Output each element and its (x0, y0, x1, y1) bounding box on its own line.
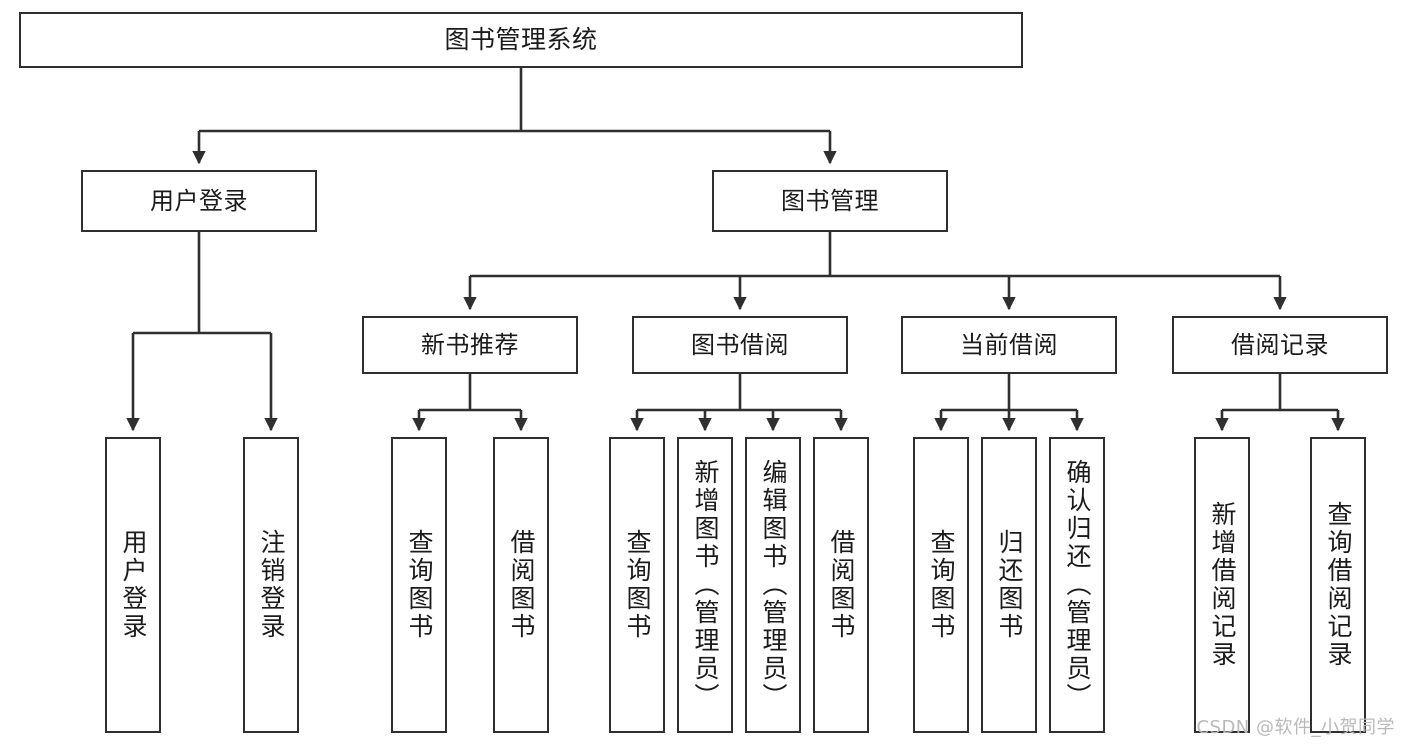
node-book-management[interactable]: 图书管理 (712, 170, 948, 232)
leaf-record-add-record[interactable]: 新增借阅记录 (1194, 437, 1250, 733)
leaf-user-login-logout[interactable]: 注销登录 (243, 437, 299, 733)
node-borrow-record[interactable]: 借阅记录 (1172, 316, 1388, 374)
leaf-borrow-add-book-label: 新增图书（管理员） (691, 459, 720, 711)
node-root-label: 图书管理系统 (444, 25, 598, 54)
node-new-book-recommend-label: 新书推荐 (421, 330, 519, 359)
leaf-current-query-book-label: 查询图书 (927, 529, 956, 641)
leaf-recommend-query-book[interactable]: 查询图书 (391, 437, 447, 733)
leaf-borrow-borrow-book-label: 借阅图书 (827, 529, 856, 641)
node-current-borrow[interactable]: 当前借阅 (901, 316, 1117, 374)
node-borrow-record-label: 借阅记录 (1231, 330, 1329, 359)
leaf-record-query-record[interactable]: 查询借阅记录 (1310, 437, 1366, 733)
leaf-recommend-borrow-book-label: 借阅图书 (507, 529, 536, 641)
leaf-current-confirm-return[interactable]: 确认归还（管理员） (1049, 437, 1105, 733)
leaf-current-query-book[interactable]: 查询图书 (913, 437, 969, 733)
node-root[interactable]: 图书管理系统 (19, 12, 1023, 68)
watermark: CSDN @软件_小贺同学 (1196, 717, 1395, 738)
leaf-user-login-logout-label: 注销登录 (257, 529, 286, 641)
leaf-user-login-login-label: 用户登录 (119, 529, 148, 641)
leaf-current-confirm-return-label: 确认归还（管理员） (1063, 459, 1092, 711)
node-current-borrow-label: 当前借阅 (960, 330, 1058, 359)
node-new-book-recommend[interactable]: 新书推荐 (362, 316, 578, 374)
leaf-current-return-book[interactable]: 归还图书 (981, 437, 1037, 733)
leaf-record-add-record-label: 新增借阅记录 (1208, 501, 1237, 669)
leaf-borrow-query-book[interactable]: 查询图书 (609, 437, 665, 733)
leaf-borrow-add-book[interactable]: 新增图书（管理员） (677, 437, 733, 733)
leaf-borrow-borrow-book[interactable]: 借阅图书 (813, 437, 869, 733)
leaf-user-login-login[interactable]: 用户登录 (105, 437, 161, 733)
leaf-borrow-edit-book[interactable]: 编辑图书（管理员） (745, 437, 801, 733)
leaf-borrow-query-book-label: 查询图书 (623, 529, 652, 641)
node-user-login[interactable]: 用户登录 (81, 170, 317, 232)
leaf-borrow-edit-book-label: 编辑图书（管理员） (759, 459, 788, 711)
node-book-borrow[interactable]: 图书借阅 (632, 316, 848, 374)
node-user-login-label: 用户登录 (150, 186, 248, 215)
node-book-management-label: 图书管理 (781, 186, 879, 215)
node-book-borrow-label: 图书借阅 (691, 330, 789, 359)
leaf-recommend-query-book-label: 查询图书 (405, 529, 434, 641)
leaf-recommend-borrow-book[interactable]: 借阅图书 (493, 437, 549, 733)
leaf-record-query-record-label: 查询借阅记录 (1324, 501, 1353, 669)
leaf-current-return-book-label: 归还图书 (995, 529, 1024, 641)
